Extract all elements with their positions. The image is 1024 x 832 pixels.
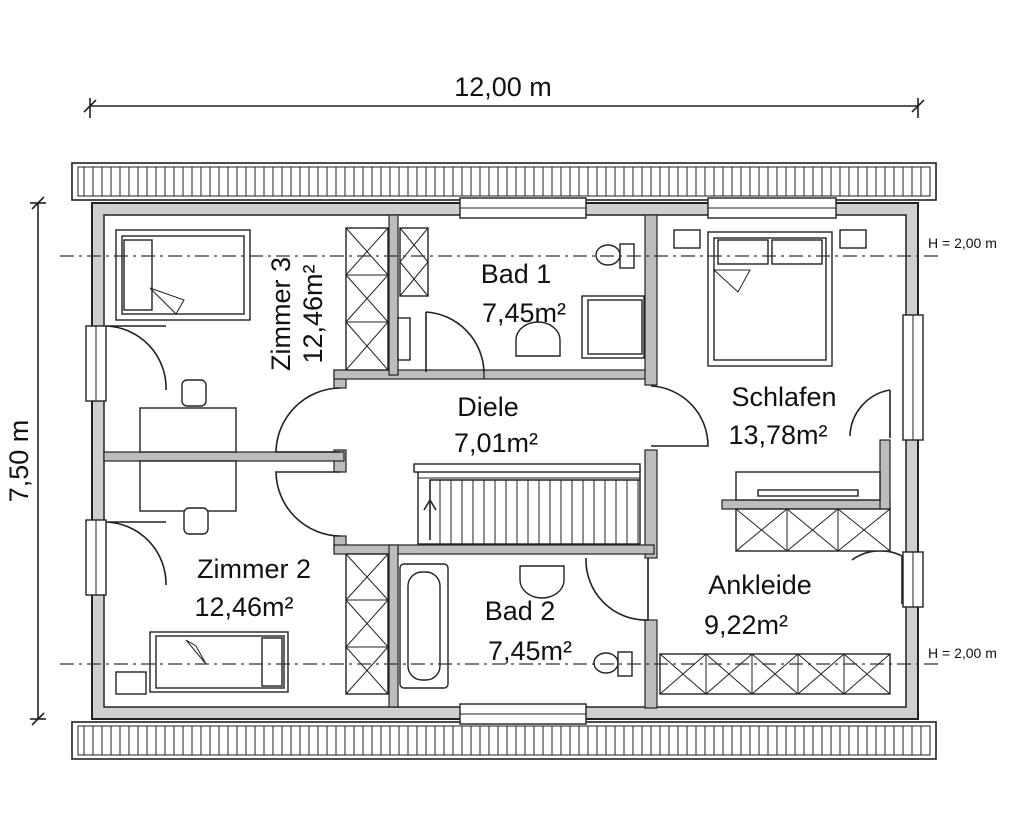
width-dimension — [83, 98, 925, 118]
windows — [85, 197, 924, 725]
room-schlafen-name: Schlafen — [731, 382, 836, 412]
room-bad1-name: Bad 1 — [481, 259, 552, 289]
room-bad2-name: Bad 2 — [485, 596, 556, 626]
roof-eave-bottom — [71, 721, 937, 760]
bad1-fixtures — [397, 243, 645, 361]
room-ankleide-area: 9,22m² — [704, 610, 788, 640]
room-zimmer2-area: 12,46m² — [194, 592, 293, 622]
height-dimension — [30, 196, 46, 726]
height-label-top: H = 2,00 m — [928, 235, 997, 251]
bed-schlafen — [673, 229, 867, 367]
desk-zimmer2 — [139, 460, 237, 535]
room-schlafen-area: 13,78m² — [728, 420, 827, 450]
roof-eave-top — [71, 162, 937, 201]
doors — [105, 311, 903, 621]
bad2-fixtures — [399, 563, 633, 689]
room-bad1-area: 7,45m² — [482, 298, 566, 328]
room-diele-name: Diele — [457, 392, 519, 422]
room-diele-area: 7,01m² — [454, 428, 538, 458]
width-dimension-label: 12,00 m — [454, 72, 552, 102]
room-bad2-area: 7,45m² — [488, 636, 572, 666]
height-label-bottom: H = 2,00 m — [928, 645, 997, 661]
room-zimmer2-name: Zimmer 2 — [197, 554, 311, 584]
wardrobes — [345, 227, 891, 695]
bed-zimmer2 — [115, 631, 289, 695]
staircase — [413, 463, 641, 545]
room-ankleide-name: Ankleide — [708, 570, 812, 600]
height-dimension-label: 7,50 m — [4, 420, 34, 503]
interior-walls — [103, 214, 891, 709]
room-zimmer3-name: Zimmer 3 — [266, 257, 296, 371]
room-zimmer3-area: 12,46m² — [298, 264, 328, 363]
bed-zimmer3 — [115, 229, 251, 321]
desk-zimmer3 — [139, 379, 237, 453]
